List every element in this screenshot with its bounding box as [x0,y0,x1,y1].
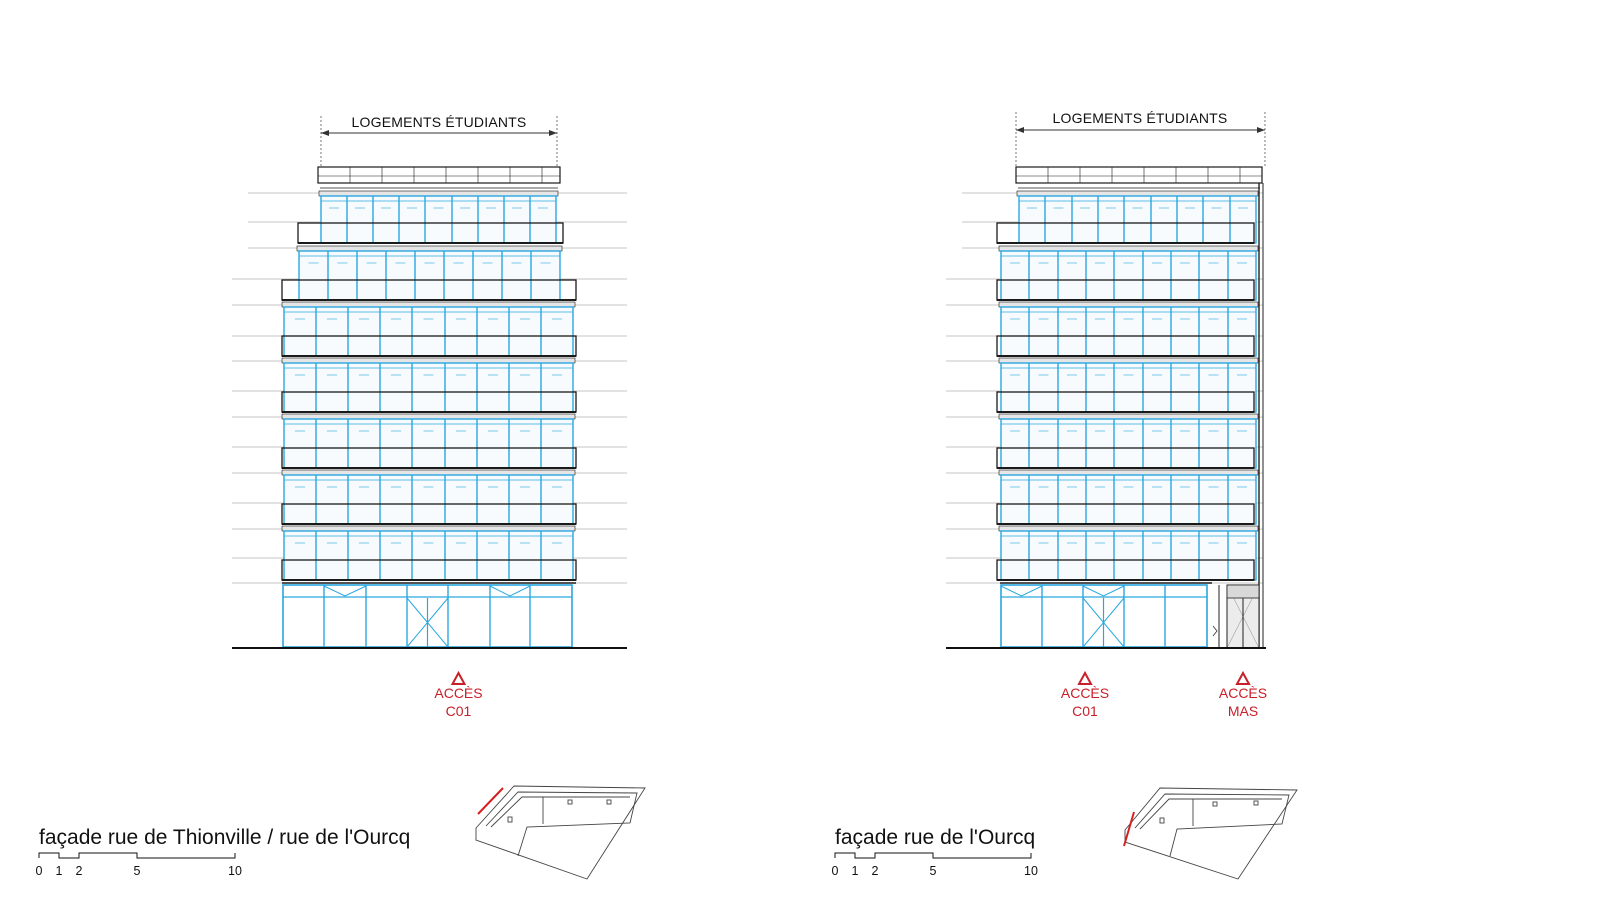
facade-marker [477,787,504,815]
scale-tick: 1 [852,864,859,878]
floor-slab [998,357,1259,364]
access-label: ACCÈS [1219,685,1267,701]
left-building [281,166,577,648]
glazing-frame [1000,306,1257,357]
access-triangle-icon [1077,670,1093,685]
left-band-dimension [320,116,558,168]
access-code: C01 [1072,703,1098,719]
access-code: MAS [1228,703,1258,719]
glazing-frame [298,250,561,301]
access-label: ACCÈS [434,685,482,701]
glazing-frame [283,530,574,581]
floor-slab [998,525,1259,532]
scale-tick: 0 [36,864,43,878]
roof-parapet [317,166,561,184]
glazing-frame [1000,530,1257,581]
left-key-plan [475,785,646,880]
right-key-plan [1123,787,1298,880]
scale-tick: 10 [228,864,242,878]
scale-tick: 2 [76,864,83,878]
glazing-frame [283,418,574,469]
fanlight [1000,585,1043,597]
right-band-dimension [1015,112,1266,168]
fanlight [1082,585,1125,597]
access-label: ACCÈS [1061,685,1109,701]
floor-slab [281,469,576,476]
roof-parapet [1015,166,1263,184]
fanlight [323,585,367,597]
glazing-frame [283,362,574,413]
left-drawing-title: façade rue de Thionville / rue de l'Ourc… [39,826,410,849]
floor-slab [1016,190,1259,197]
right-band-label: LOGEMENTS ÉTUDIANTS [1053,110,1228,126]
floor-slab [998,469,1259,476]
access-triangle-icon [1235,670,1251,685]
scale-tick: 5 [134,864,141,878]
floor-slab [998,301,1259,308]
access-triangle-icon [450,670,467,685]
floor-slab [281,301,576,308]
fanlight [489,585,531,597]
floor-slab [998,413,1259,420]
glazing-frame [1000,418,1257,469]
glazing-frame [1018,195,1257,244]
floor-slab [281,525,576,532]
floor-slab [296,245,563,252]
right-building [996,166,1263,648]
right-elevation: LOGEMENTS ÉTUDIANTS ACCÈS C01 ACCÈS MAS … [832,110,1298,880]
right-mas-bay [1212,183,1264,649]
floor-slab [318,190,559,197]
left-elevation: LOGEMENTS ÉTUDIANTS ACCÈS C01 façade rue… [36,114,646,880]
right-access-c01: ACCÈS C01 [1061,670,1109,719]
glazing-frame [283,474,574,525]
glazing-frame [320,195,557,244]
glazing-frame [283,306,574,357]
floor-slab [281,413,576,420]
glazing-frame [1000,362,1257,413]
right-scale-bar: 0 1 2 5 10 [832,852,1038,878]
right-drawing-title: façade rue de l'Ourcq [835,826,1035,849]
left-band-label: LOGEMENTS ÉTUDIANTS [352,114,527,130]
scale-tick: 1 [56,864,63,878]
scale-tick: 10 [1024,864,1038,878]
right-access-mas: ACCÈS MAS [1219,670,1267,719]
scale-tick: 0 [832,864,839,878]
floor-slab [281,357,576,364]
facade-marker [1123,811,1135,847]
floor-slab [998,245,1259,252]
left-access-c01: ACCÈS C01 [434,670,483,719]
left-scale-bar: 0 1 2 5 10 [36,852,242,878]
scale-tick: 5 [930,864,937,878]
scale-tick: 2 [872,864,879,878]
glazing-frame [1000,250,1257,301]
access-code: C01 [446,703,472,719]
glazing-frame [1000,474,1257,525]
